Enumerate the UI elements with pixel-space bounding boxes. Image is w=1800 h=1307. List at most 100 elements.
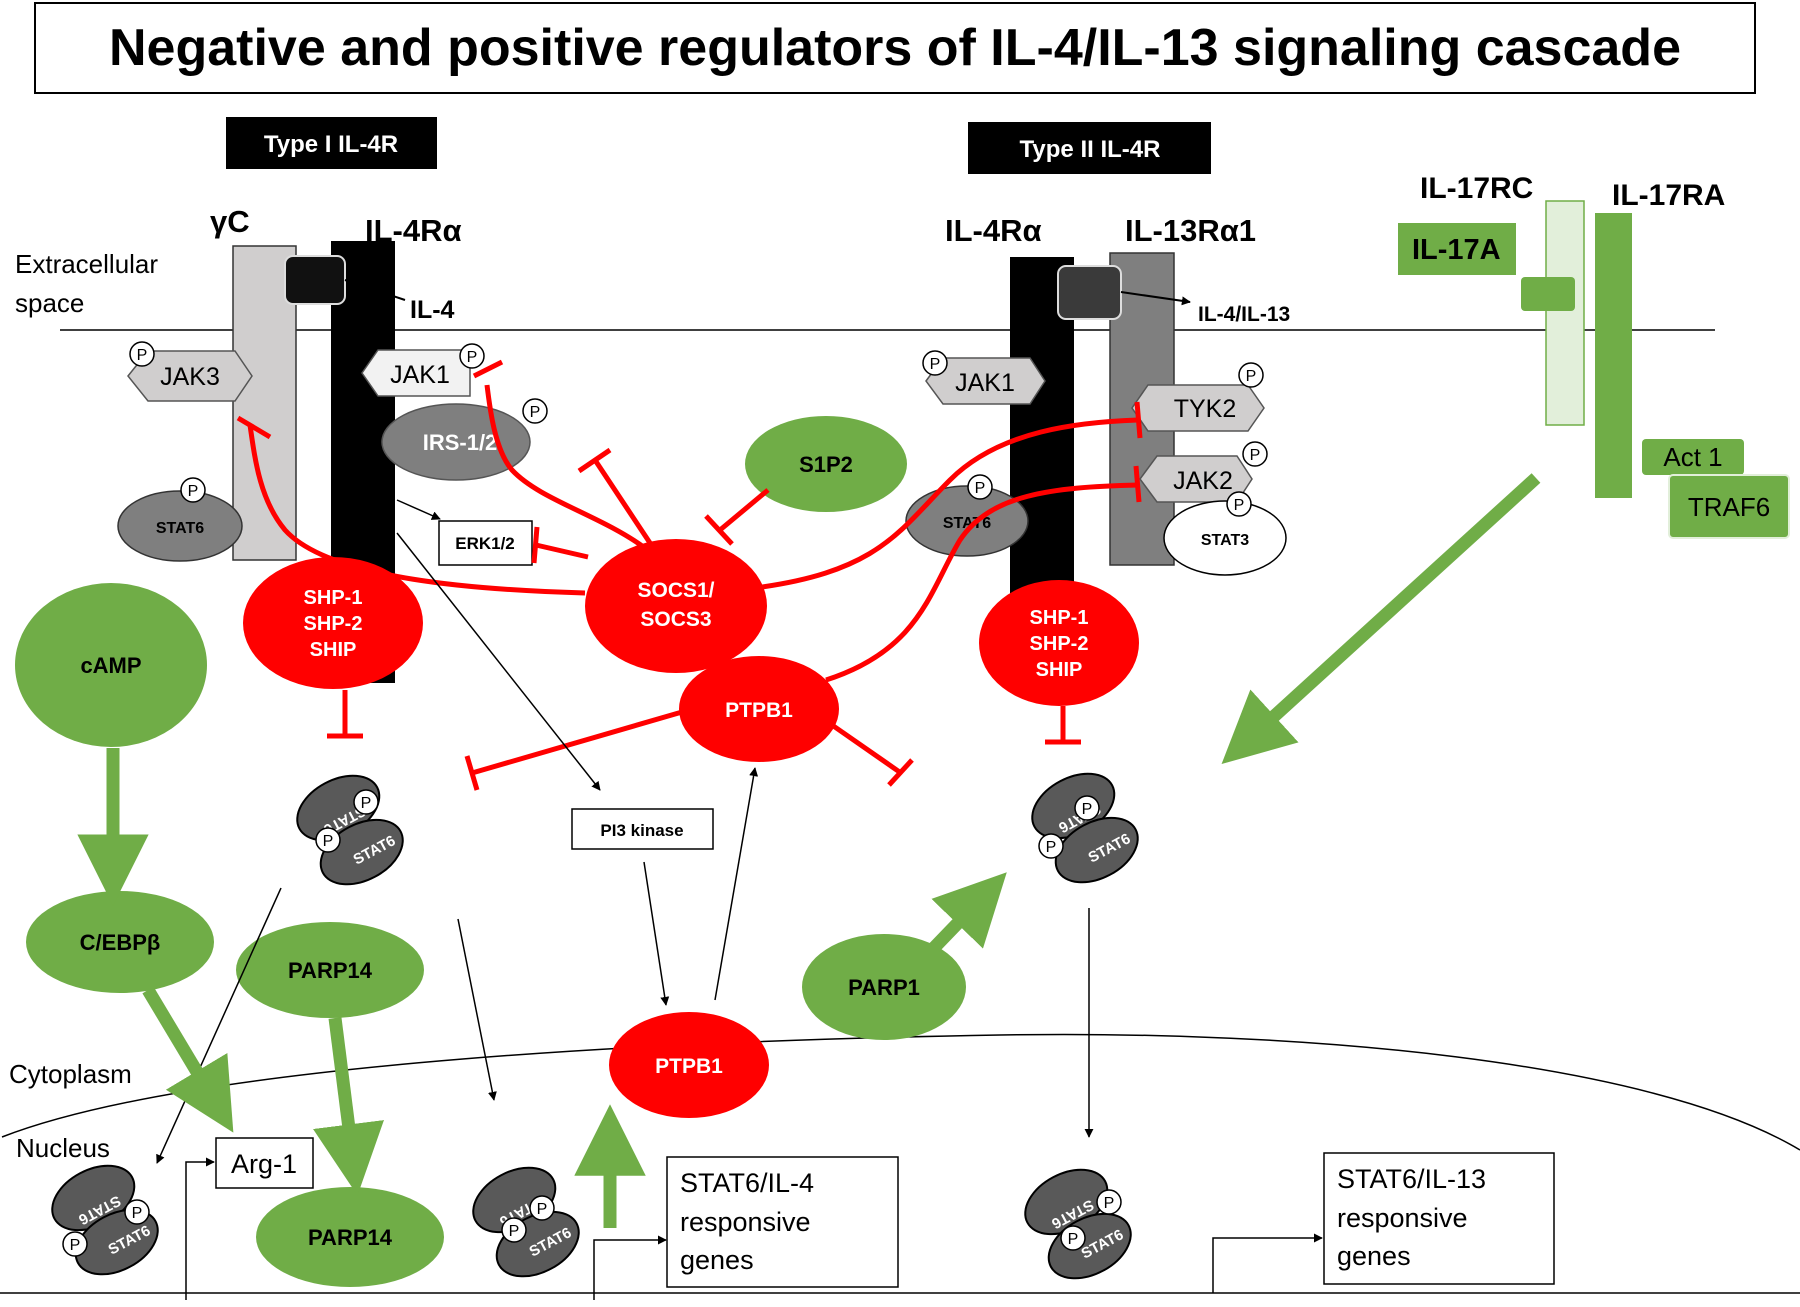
arg1-label: Arg-1 (231, 1149, 297, 1179)
stat6-il4-genes-box (666, 1156, 899, 1288)
stat6-il13-genes-line3: genes (1337, 1241, 1411, 1271)
positive-arrows (77, 473, 1541, 1228)
svg-text:P: P (70, 1237, 81, 1254)
jak2-label: JAK2 (1173, 467, 1233, 495)
stat6-dimer-2: STAT6 STAT6 P P (1020, 759, 1150, 897)
traf6-box (1668, 474, 1790, 539)
stat6-dimer-3: STAT6 STAT6 P P (40, 1151, 170, 1289)
il4-il13-label: IL-4/IL-13 (1198, 303, 1290, 326)
parp14-lower-label: PARP14 (308, 1225, 393, 1250)
act1-label: Act 1 (1663, 442, 1722, 472)
stat6-dimer-1: STAT6 STAT6 P P (285, 761, 415, 899)
shp-left-node (243, 557, 423, 689)
svg-text:P: P (132, 1205, 143, 1222)
camp-node (15, 583, 207, 747)
promoter-il13-genes (1212, 1233, 1323, 1293)
stat6-il4-genes-line1: STAT6/IL-4 (680, 1168, 814, 1198)
jak2-shape (1139, 455, 1253, 503)
stat3-label: STAT3 (1201, 532, 1249, 549)
ptpb1-lower-node (609, 1012, 769, 1118)
jak2-p: P (1250, 447, 1261, 464)
dimer1-to-nucleus (457, 918, 497, 1101)
cebpb-to-arg1 (142, 986, 234, 1133)
il17ra-chain (1595, 213, 1632, 498)
stat6-dimer-5: STAT6 STAT6 P P (1013, 1155, 1143, 1293)
stat6-il4-genes-line2: responsive (680, 1207, 811, 1237)
tyk2-shape (1131, 384, 1265, 432)
jak1-left-shape (361, 349, 471, 397)
stat6-il4-genes-line3: genes (680, 1245, 754, 1275)
type2-label-box (968, 122, 1211, 174)
stat6-left-label: STAT6 (156, 520, 204, 537)
jak3-p: P (137, 347, 148, 364)
parp14-to-parp14 (313, 1017, 384, 1196)
svg-text:P: P (1068, 1231, 1079, 1248)
inhibition-arrows (236, 359, 1143, 791)
erk-box (438, 520, 533, 566)
irs-label: IRS-1/2 (423, 430, 498, 455)
jak1-left-p: P (467, 349, 478, 366)
il4-il13-ligand-line (1120, 291, 1191, 306)
extracellular-label-2: space (15, 288, 84, 318)
stat6-right-node (905, 485, 1029, 557)
type1-label-box (226, 117, 437, 169)
title-box (34, 2, 1756, 94)
svg-text:P: P (1082, 801, 1093, 818)
pi3k-label: PI3 kinase (600, 821, 683, 840)
jak1-right-label: JAK1 (955, 369, 1015, 397)
gamma-c-label: γC (210, 204, 250, 239)
parp14-upper-label: PARP14 (288, 958, 373, 983)
stat6-il13-genes-line2: responsive (1337, 1203, 1468, 1233)
ptpb1-lower-label: PTPB1 (655, 1055, 723, 1078)
s1p2-node (745, 416, 907, 512)
arg1-box (215, 1137, 314, 1189)
parp14-upper-node (236, 922, 424, 1018)
socs-node (585, 539, 767, 673)
ptpb1-upper-node (679, 656, 839, 762)
jak1-right-p: P (930, 356, 941, 373)
s1p2-label: S1P2 (799, 452, 853, 477)
il13ra1-label: IL-13Rα1 (1125, 213, 1256, 248)
stat3-p: P (1234, 497, 1245, 514)
s1p2-inhibits-socs (718, 488, 770, 532)
il4ra-right-label: IL-4Rα (945, 213, 1042, 248)
stat6-left-p: P (188, 483, 199, 500)
tyk2-label: TYK2 (1174, 395, 1237, 423)
type1-label: Type I IL-4R (264, 131, 398, 158)
socs-inhibits-gamma-c (247, 424, 586, 596)
svg-text:P: P (537, 1201, 548, 1218)
cytoplasm-label: Cytoplasm (9, 1059, 132, 1089)
stat6-il13-genes-line1: STAT6/IL-13 (1337, 1164, 1486, 1194)
il4-il13-ligand (1057, 265, 1122, 320)
svg-text:P: P (323, 833, 334, 850)
parp14-lower-node (256, 1187, 444, 1287)
shp-right-line2: SHP-2 (1030, 633, 1089, 655)
il17rc-label: IL-17RC (1420, 172, 1533, 205)
il4ra-to-pi3k (396, 532, 601, 791)
stat6-left-node (117, 490, 243, 562)
il4ra-to-erk (396, 499, 441, 520)
il17a-ligand (1521, 277, 1575, 311)
socs-inhibits-jak1 (484, 384, 647, 551)
shp-left-line2: SHP-2 (304, 613, 363, 635)
ptpb1-inhibits-dimer1 (471, 709, 683, 776)
parp1-label: PARP1 (848, 975, 920, 1000)
stat6-dimer-4: STAT6 STAT6 P P (461, 1153, 591, 1291)
act1-box (1642, 439, 1744, 475)
extracellular-label-1: Extracellular (15, 249, 158, 279)
socs-inhibits-tyk2 (761, 417, 1139, 590)
il17ra-label: IL-17RA (1612, 179, 1725, 212)
nucleus-label: Nucleus (16, 1133, 110, 1163)
jak3-label: JAK3 (160, 363, 220, 391)
nuclear-envelope (1, 1033, 1800, 1151)
il4-ligand-line (344, 279, 406, 301)
svg-text:P: P (1046, 839, 1057, 856)
type2-label: Type II IL-4R (1020, 136, 1161, 163)
shp-right-line1: SHP-1 (1030, 607, 1089, 629)
socs-inhibits-erk (535, 542, 589, 560)
il17rc-chain (1545, 200, 1585, 426)
cebpb-label: C/EBPβ (80, 930, 161, 955)
ptpb1-to-ptpb1 (714, 767, 759, 1001)
ptpb1-upper-label: PTPB1 (725, 699, 793, 722)
promoter-il4-genes (593, 1235, 667, 1300)
